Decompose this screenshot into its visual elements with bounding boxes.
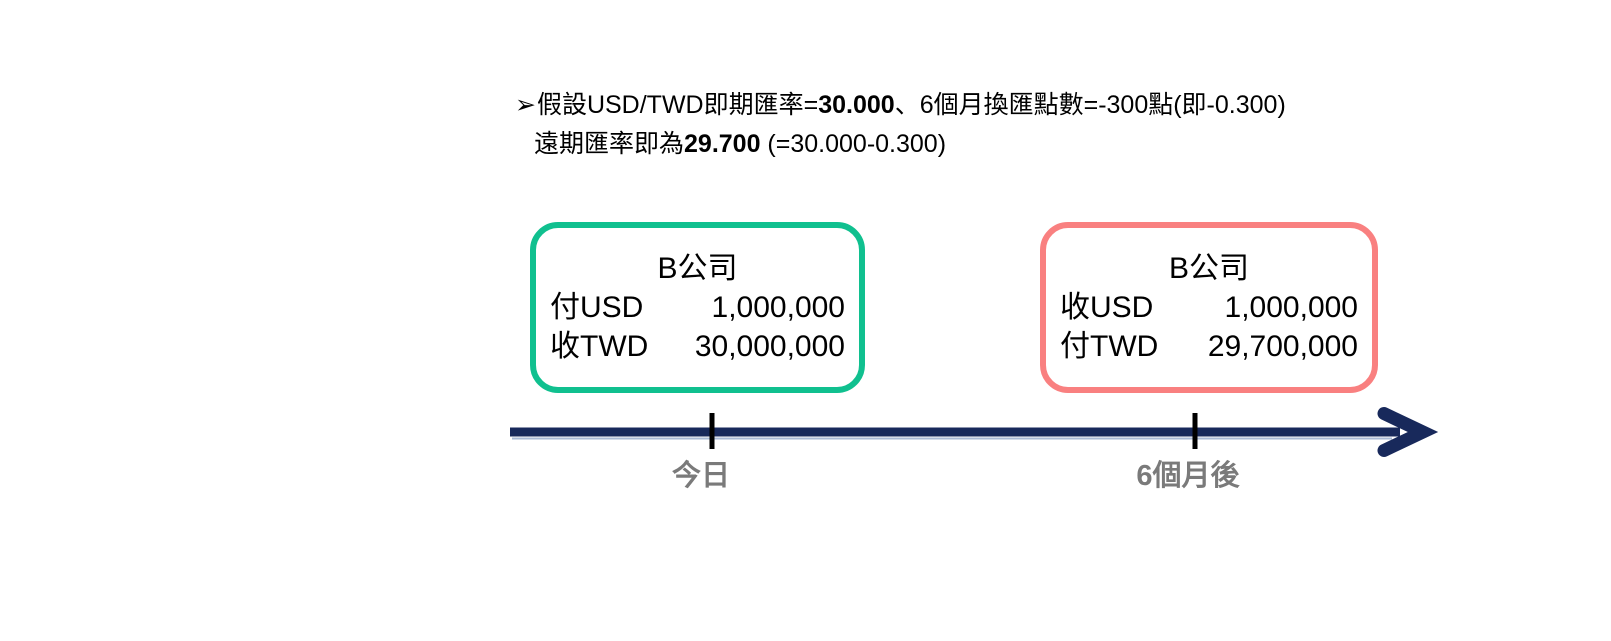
near-leg-twd-amount: 30,000,000 (694, 330, 845, 363)
assumption-line1-text: 假設USD/TWD即期匯率= (536, 91, 819, 119)
arrow-bullet-icon: ➢ (515, 91, 536, 119)
far-leg-box: B公司 收USD 1,000,000 付TWD 29,700,000 (1040, 222, 1378, 393)
assumption-line1-rest: 、6個月換匯點數=-300點(即-0.300) (894, 91, 1286, 119)
far-leg-usd-label: 收USD (1060, 291, 1154, 324)
timeline-label-6months: 6個月後 (1136, 460, 1240, 492)
spot-rate-value: 30.000 (818, 91, 895, 119)
assumption-line-2: 遠期匯率即為29.700 (=30.000-0.300) (515, 125, 1286, 164)
forward-rate-value: 29.700 (684, 130, 761, 158)
near-leg-row-twd: 收TWD 30,000,000 (550, 327, 845, 366)
far-leg-usd-amount: 1,000,000 (1224, 291, 1358, 324)
near-leg-box: B公司 付USD 1,000,000 收TWD 30,000,000 (530, 222, 865, 393)
far-leg-row-usd: 收USD 1,000,000 (1060, 288, 1358, 327)
timeline-arrowhead-icon (1377, 407, 1439, 457)
assumption-text-block: ➢假設USD/TWD即期匯率=30.000、6個月換匯點數=-300點(即-0.… (515, 86, 1286, 164)
assumption-line-1: ➢假設USD/TWD即期匯率=30.000、6個月換匯點數=-300點(即-0.… (515, 86, 1286, 125)
near-leg-usd-label: 付USD (550, 291, 644, 324)
timeline-label-today: 今日 (671, 460, 730, 492)
near-leg-usd-amount: 1,000,000 (711, 291, 845, 324)
assumption-line2-rest: (=30.000-0.300) (760, 130, 947, 158)
far-leg-company-title: B公司 (1168, 252, 1249, 285)
near-leg-row-usd: 付USD 1,000,000 (550, 288, 845, 327)
far-leg-row-twd: 付TWD 29,700,000 (1060, 327, 1358, 366)
far-leg-twd-amount: 29,700,000 (1207, 330, 1358, 363)
assumption-line2-text: 遠期匯率即為 (534, 130, 685, 158)
far-leg-twd-label: 付TWD (1060, 330, 1159, 363)
near-leg-twd-label: 收TWD (550, 330, 649, 363)
near-leg-company-title: B公司 (657, 252, 738, 285)
